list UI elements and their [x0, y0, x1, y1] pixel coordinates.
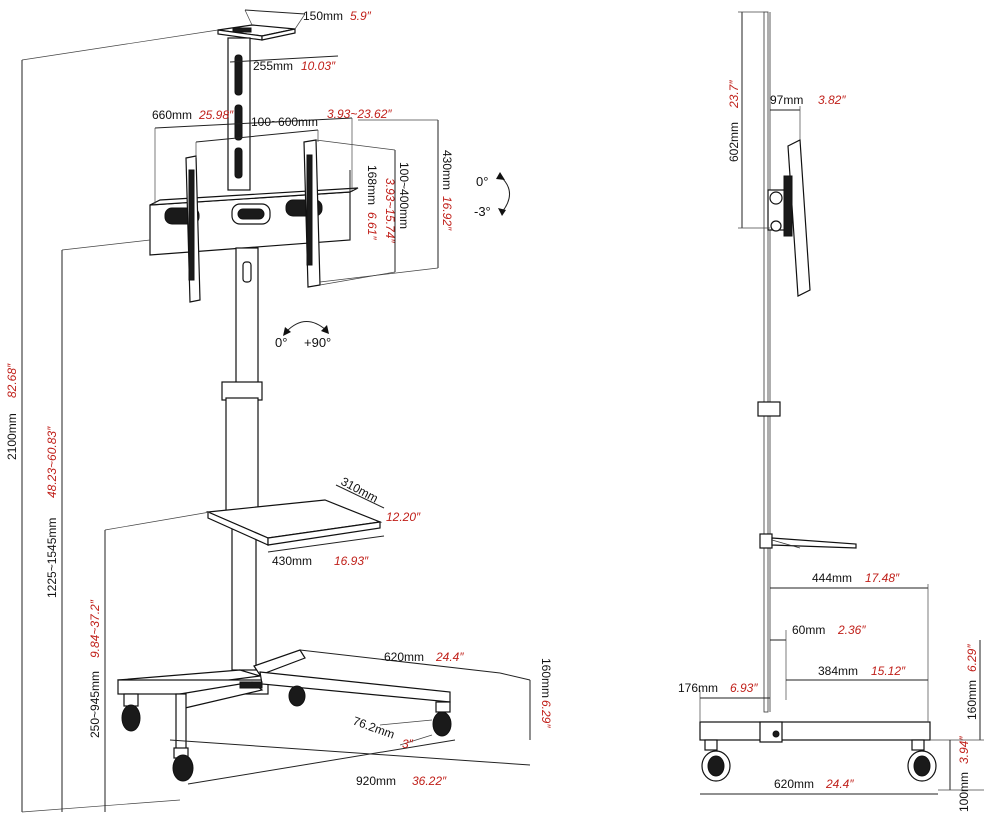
label-side-444-in: 17.48″	[865, 571, 900, 585]
label-side-176-in: 6.93″	[730, 681, 758, 695]
label-caster-mm: 76.2mm	[351, 714, 397, 742]
label-base-height-mm: 160mm	[539, 658, 553, 698]
label-top-width-mm: 150mm	[303, 9, 343, 23]
front-view: 150mm 5.9″ 255mm 10.03″ 660mm 25.98″ 100…	[5, 9, 553, 813]
label-side-offset-mm: 97mm	[770, 93, 803, 107]
tilt-zero-label: 0°	[476, 174, 488, 189]
label-base-depth-in: 24.4″	[435, 650, 464, 664]
label-ceiling-plate-mm: 255mm	[253, 59, 293, 73]
label-bracket-total-mm: 430mm	[440, 150, 454, 190]
side-shelf	[759, 533, 857, 549]
tilt-minus-label: -3°	[474, 204, 491, 219]
label-side-100-mm: 100mm	[957, 772, 971, 812]
caster-right	[432, 701, 452, 737]
vesa-bracket	[149, 139, 359, 303]
label-side-620-in: 24.4″	[825, 777, 854, 791]
upper-pole	[227, 37, 251, 191]
side-base	[699, 721, 937, 782]
caster-back	[288, 685, 306, 707]
label-total-height-mm: 2100mm	[5, 413, 19, 460]
side-dimension-lines	[699, 11, 984, 795]
label-side-100-in: 3.94″	[957, 736, 971, 764]
ceiling-plate	[217, 24, 296, 41]
label-side-top-in: 23.7″	[727, 80, 741, 109]
label-caster-in: 3″	[402, 737, 414, 751]
label-bracket-h-mm: 168mm	[365, 165, 379, 205]
label-side-offset-in: 3.82″	[818, 93, 846, 107]
label-vesa-h-mm: 100~600mm	[251, 115, 318, 129]
base	[117, 649, 452, 782]
label-side-60-in: 2.36″	[837, 623, 866, 637]
label-top-width-in: 5.9″	[350, 9, 372, 23]
label-side-60-mm: 60mm	[792, 623, 825, 637]
caster-front	[172, 747, 194, 782]
label-ceiling-plate-in: 10.03″	[301, 59, 336, 73]
label-base-width-in: 36.22″	[412, 774, 447, 788]
label-side-176-mm: 176mm	[678, 681, 718, 695]
side-mount	[767, 139, 811, 297]
label-base-height-in: 6.29″	[539, 700, 553, 728]
label-shelf-height-mm: 250~945mm	[88, 671, 102, 738]
swivel-plus-label: +90°	[304, 335, 331, 350]
swivel-arrow-icon	[283, 321, 329, 336]
side-collar	[757, 401, 781, 417]
label-vesa-h-in: 3.93~23.62″	[327, 107, 392, 121]
label-pole-height-in: 48.23~60.83″	[45, 426, 59, 498]
label-side-620-mm: 620mm	[774, 777, 814, 791]
label-side-base-h-in: 6.29″	[965, 644, 979, 672]
label-side-base-h-mm: 160mm	[965, 680, 979, 720]
label-shelf-depth-in: 12.20″	[386, 510, 421, 524]
label-vesa-v-mm: 100~400mm	[397, 162, 411, 229]
label-bracket-width-in: 25.98″	[198, 108, 234, 122]
swivel-zero-label: 0°	[275, 335, 287, 350]
main-pole	[221, 247, 263, 671]
label-total-height-in: 82.68″	[5, 363, 19, 398]
label-shelf-width-in: 16.93″	[334, 554, 369, 568]
label-side-384-in: 15.12″	[871, 664, 906, 678]
label-shelf-depth-mm: 310mm	[339, 474, 381, 505]
front-dimension-lines	[21, 9, 531, 813]
label-base-width-mm: 920mm	[356, 774, 396, 788]
side-view: 602mm 23.7″ 97mm 3.82″ 444mm 17.48″ 60mm…	[678, 11, 984, 812]
label-shelf-width-mm: 430mm	[272, 554, 312, 568]
label-base-depth-mm: 620mm	[384, 650, 424, 664]
tilt-arrow-icon	[496, 172, 510, 216]
label-side-384-mm: 384mm	[818, 664, 858, 678]
label-bracket-h-in: 6.61″	[365, 212, 379, 240]
label-bracket-width-mm: 660mm	[152, 108, 192, 122]
label-side-444-mm: 444mm	[812, 571, 852, 585]
label-side-top-mm: 602mm	[727, 122, 741, 162]
shelf	[205, 499, 383, 546]
caster-left	[121, 693, 141, 732]
label-vesa-v-in: 3.93~15.74″	[383, 178, 397, 243]
label-shelf-height-in: 9.84~37.2″	[88, 599, 102, 658]
label-bracket-total-in: 16.92″	[440, 196, 454, 231]
label-pole-height-mm: 1225~1545mm	[45, 518, 59, 598]
